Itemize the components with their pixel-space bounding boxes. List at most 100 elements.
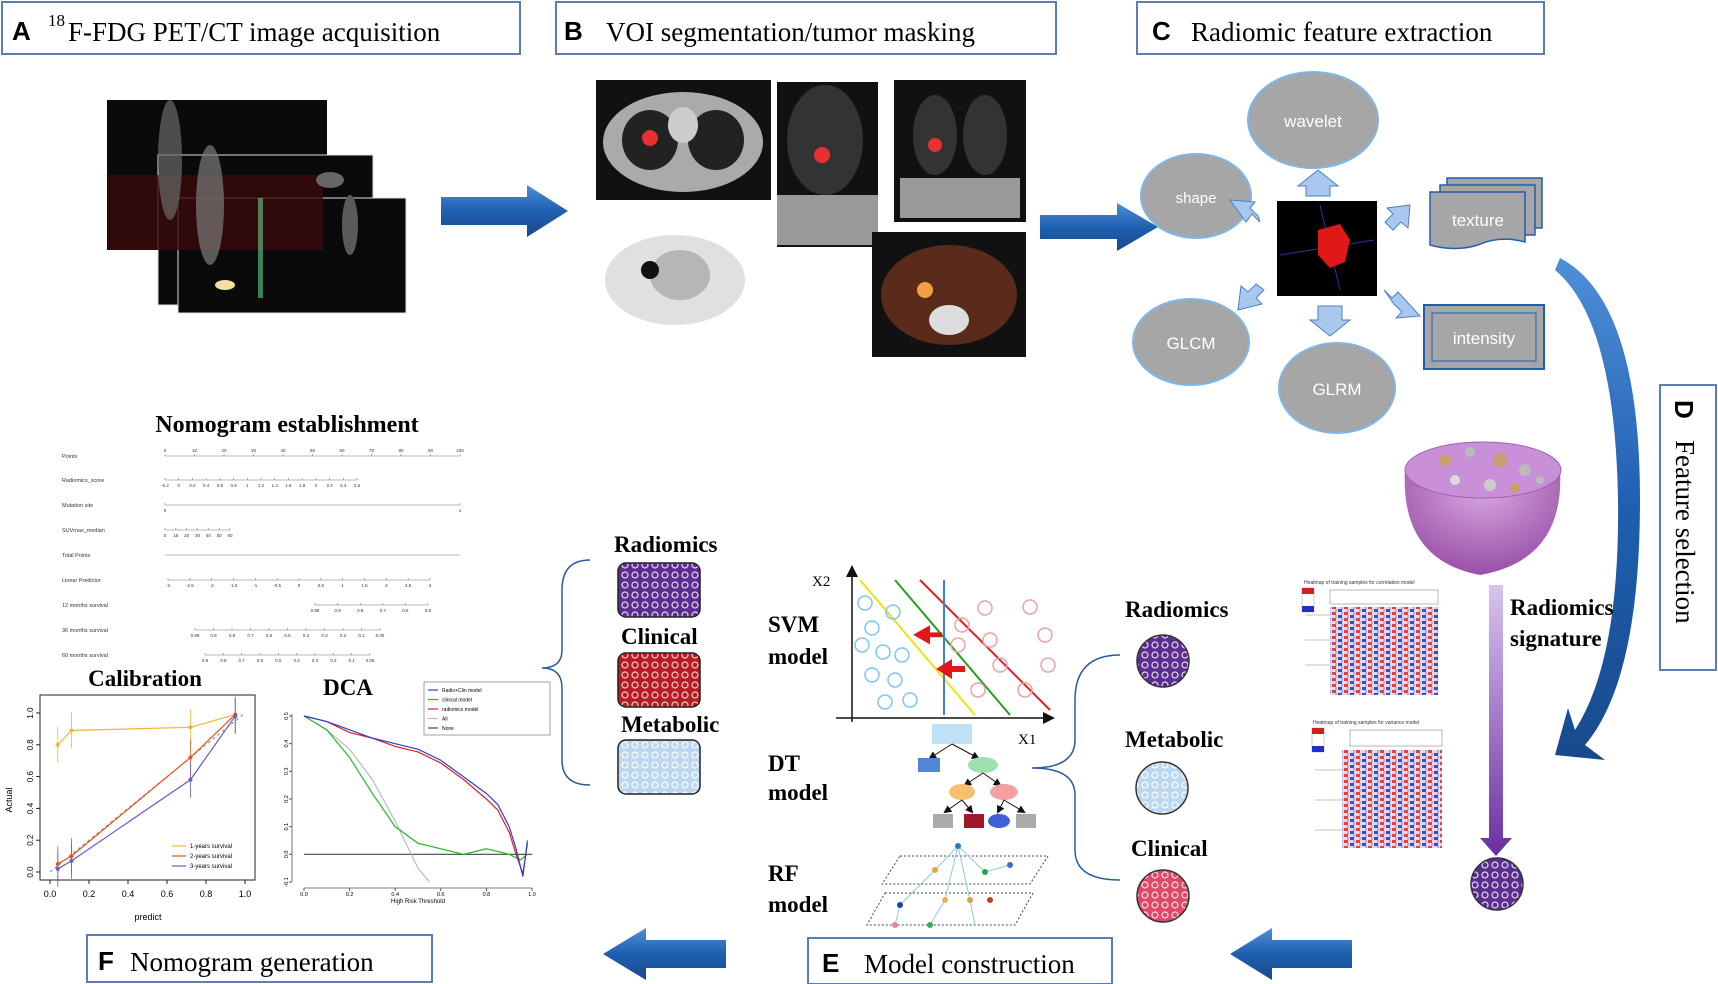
nomogram-tick-label: 0 <box>298 583 301 588</box>
feature-glcm-label: GLCM <box>1166 334 1215 353</box>
calibration-ylabel: Actual <box>4 787 14 812</box>
dca-legend-entry: Radio+Clin model <box>442 688 482 694</box>
feature-intensity: intensity <box>1423 304 1545 370</box>
dca-xlabel: High Risk Threshold <box>391 899 445 905</box>
panel-c-letter: C <box>1152 16 1171 46</box>
calibration-series-line <box>57 714 236 746</box>
nomogram-tick-label: -0.2 <box>161 483 169 488</box>
nomogram-tick-label: 20 <box>184 533 190 538</box>
dca-y-tick: 0.1 <box>284 823 290 831</box>
nomogram-tick-label: 1.5 <box>361 583 368 588</box>
nomogram-tick-label: 1.2 <box>258 483 265 488</box>
heatmap-correlation: Heatmap of training samples for correlat… <box>1301 580 1439 695</box>
nomogram-row-label: 36 months survival <box>62 628 108 634</box>
calibration-point <box>188 777 193 782</box>
nomogram-input-blocks: Radiomics Clinical Metabolic <box>541 532 719 795</box>
nomogram-row-label: Total Points <box>62 553 91 559</box>
ct-axial-image <box>596 80 771 200</box>
arrow-d-to-e <box>1230 928 1352 980</box>
calibration-title: Calibration <box>88 666 202 691</box>
feature-shape: shape <box>1140 153 1252 239</box>
nomogram-row-label: 12 months survival <box>62 603 108 609</box>
nomogram-tick-label: 2.4 <box>340 483 347 488</box>
dca-y-tick: 0.0 <box>284 851 290 859</box>
nomogram-tick-label: 0.6 <box>217 483 224 488</box>
calibration-point <box>55 742 60 747</box>
dca-legend-entry: All <box>442 717 448 723</box>
pet-ct-image-stack <box>107 100 407 314</box>
feature-wavelet: wavelet <box>1247 71 1379 169</box>
nomogram-tick-label: 0.5 <box>275 658 282 663</box>
nomogram-tick-label: 0.8 <box>220 658 227 663</box>
nomogram-tick-label: 0.7 <box>247 633 254 638</box>
feature-texture-label: texture <box>1452 211 1504 230</box>
calibration-x-tick: 1.0 <box>239 889 252 899</box>
nomogram-tick-label: 0.3 <box>312 658 319 663</box>
dca-x-tick: 0.6 <box>437 892 445 898</box>
calibration-x-tick: 0.2 <box>83 889 96 899</box>
nomogram-tick-label: 20 <box>221 448 227 453</box>
nomogram-tick-label: 50 <box>217 533 223 538</box>
calibration-legend-entry: 3-years survival <box>190 864 232 870</box>
nomogram-tick-label: 0.7 <box>239 658 246 663</box>
nomogram-tick-label: 2 <box>385 583 388 588</box>
nomogram-tick-label: 0.9 <box>334 608 341 613</box>
nomogram-tick-label: 0.1 <box>349 658 356 663</box>
dca-series-line <box>303 715 529 877</box>
feature-glrm-label: GLRM <box>1312 380 1361 399</box>
svm-label-line2: model <box>768 644 828 669</box>
nomogram-tick-label: 1 <box>246 483 249 488</box>
calibration-series-line <box>57 714 236 865</box>
model-input-metabolic-circle <box>1135 761 1189 815</box>
nomogram-tick-label: 0.05 <box>376 633 385 638</box>
nomogram-tick-label: 30 <box>195 533 201 538</box>
feature-bowl-graphic <box>1404 441 1562 575</box>
nomogram-tick-label: 40 <box>280 448 286 453</box>
nomogram-tick-label: 0.8 <box>229 633 236 638</box>
nomogram-tick-label: -2 <box>210 583 214 588</box>
feature-wavelet-label: wavelet <box>1283 112 1342 131</box>
nomogram-title: Nomogram establishment <box>155 412 418 438</box>
nomogram-input-radiomics-label: Radiomics <box>614 532 718 557</box>
dt-label-line2: model <box>768 780 828 805</box>
nomogram-tick-label: 30 <box>251 448 257 453</box>
nomogram-tick-label: 2.2 <box>326 483 333 488</box>
svm-x2-label: X2 <box>812 574 830 590</box>
panel-a-letter: A <box>12 16 31 46</box>
panel-b: B VOI segmentation/tumor masking <box>555 1 1057 357</box>
nomogram-row-label: Mutation site <box>62 503 93 509</box>
nomogram-tick-label: 2.5 <box>405 583 412 588</box>
dt-illustration <box>918 724 1036 828</box>
nomogram-tick-label: 0.5 <box>284 633 291 638</box>
nomogram-tick-label: 0.5 <box>318 583 325 588</box>
dca-y-tick: 0.5 <box>284 712 290 720</box>
nomogram-tick-label: -2.5 <box>186 583 194 588</box>
feature-glrm: GLRM <box>1278 342 1396 434</box>
dca-y-tick: -0.1 <box>284 877 290 886</box>
nomogram-tick-label: 40 <box>206 533 212 538</box>
feature-glcm: GLCM <box>1132 298 1250 386</box>
nomogram-tick-label: 0.6 <box>266 633 273 638</box>
calibration-point <box>233 714 238 719</box>
panel-e: E Model construction SVM model DT model … <box>768 565 1229 984</box>
nomogram-tick-label: -3 <box>166 583 170 588</box>
model-input-metabolic-label: Metabolic <box>1125 727 1223 752</box>
model-input-radiomics-label: Radiomics <box>1125 597 1229 622</box>
dca-series-line <box>303 715 430 883</box>
calibration-y-tick: 0.4 <box>26 802 35 814</box>
nomogram-tick-label: -0.5 <box>273 583 281 588</box>
calibration-series-line <box>57 715 236 870</box>
nomogram-input-metabolic-label: Metabolic <box>621 712 719 737</box>
nomogram-tick-label: 0.4 <box>203 483 210 488</box>
rf-label-line1: RF <box>768 861 799 886</box>
nomogram-tick-label: 3 <box>429 583 432 588</box>
calibration-legend-entry: 1-years survival <box>190 844 232 850</box>
dca-series-line <box>303 715 528 861</box>
panel-f-letter: F <box>98 946 114 976</box>
nomogram-tick-label: 0.8 <box>357 608 364 613</box>
pet-axial-image <box>605 235 745 325</box>
heatmap-variance: Heatmap of training samples for variance… <box>1311 720 1443 848</box>
